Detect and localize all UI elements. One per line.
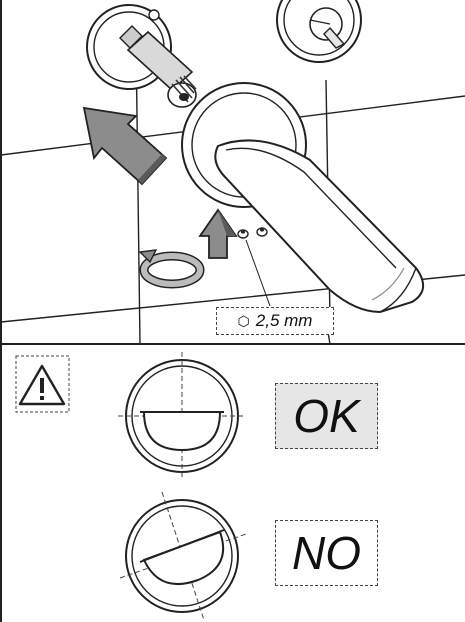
lift-arrow <box>198 208 238 259</box>
warning-triangle-icon <box>15 355 70 413</box>
diverter-valve <box>276 0 362 63</box>
push-arrow <box>82 106 168 186</box>
no-label: NO <box>275 520 378 586</box>
grub-screws <box>237 227 271 307</box>
no-orientation-example <box>119 491 247 621</box>
hex-key-icon: ⬡ <box>237 312 250 329</box>
ok-label-text: OK <box>293 390 360 442</box>
no-label-text: NO <box>292 527 361 579</box>
hex-key-size-label: ⬡ 2,5 mm <box>216 307 334 335</box>
ok-orientation-example <box>118 352 246 480</box>
bath-spout <box>214 139 424 314</box>
hex-key-size-text: 2,5 mm <box>255 311 313 330</box>
threaded-pipe <box>126 30 197 108</box>
rotate-arrow <box>138 249 205 289</box>
ok-label: OK <box>275 383 378 449</box>
